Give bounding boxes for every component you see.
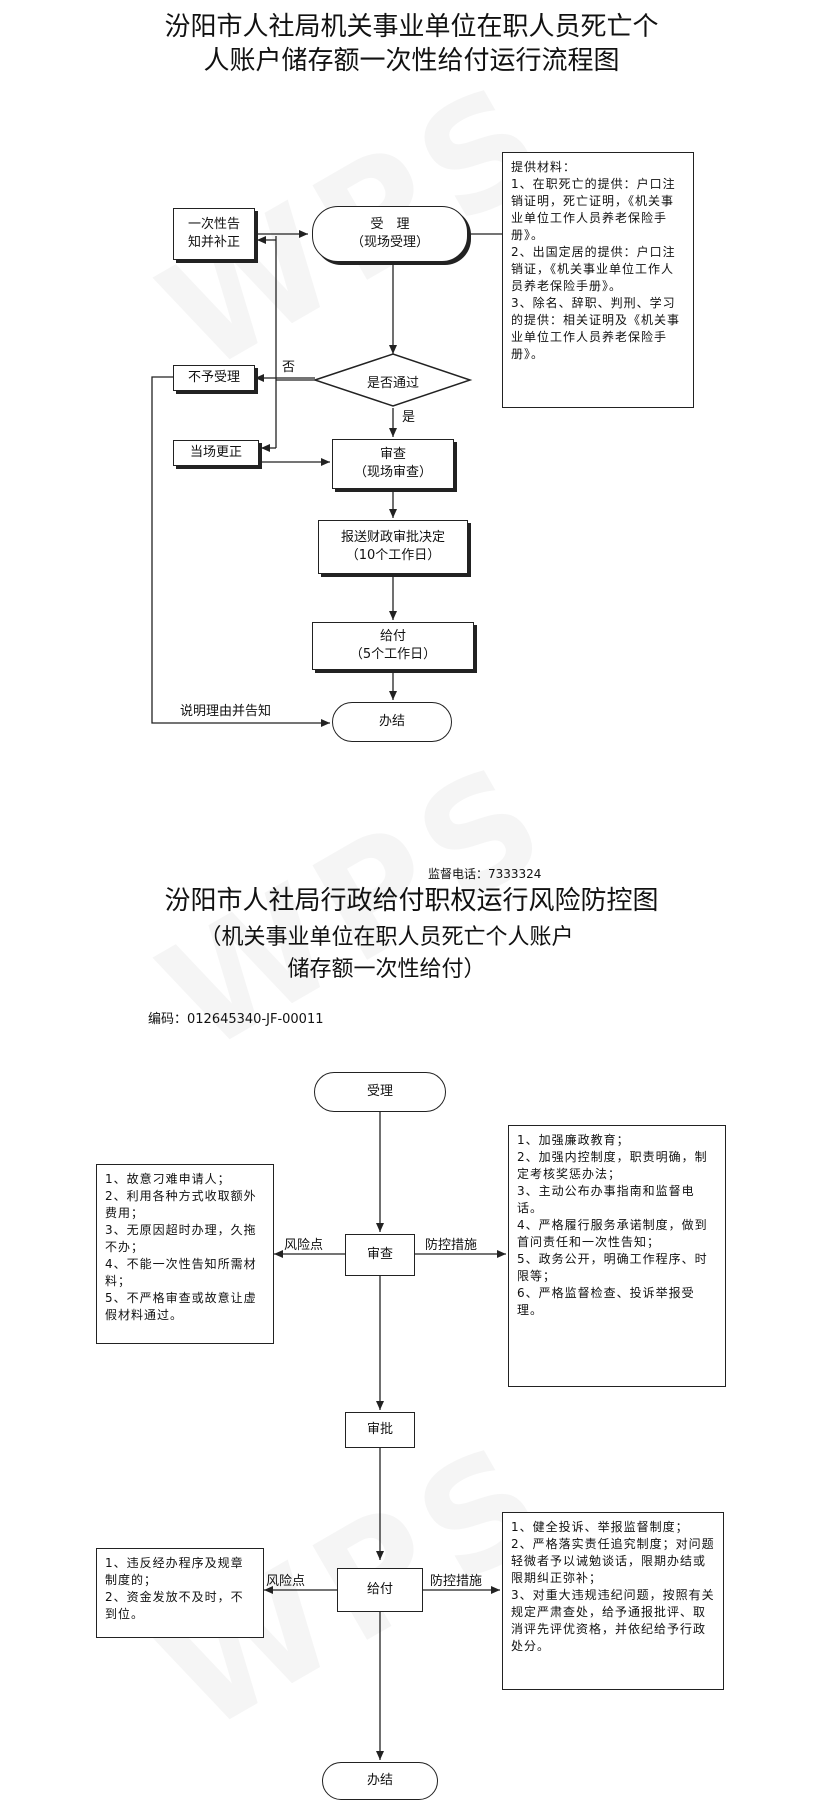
accept-title: 受 理 bbox=[370, 217, 410, 232]
flow1-title-line1: 汾阳市人社局机关事业单位在职人员死亡个 bbox=[164, 12, 659, 42]
review-risks-note: 1、故意刁难申请人； 2、利用各种方式收取额外费用； 3、无原因超时办理，久拖不… bbox=[96, 1164, 274, 1344]
finance-node: 报送财政审批决定 （10个工作日） bbox=[318, 520, 468, 574]
control-label-pay: 防控措施 bbox=[430, 1574, 483, 1589]
finance-sub: （10个工作日） bbox=[345, 548, 441, 563]
pay-node: 给付 （5个工作日） bbox=[312, 622, 474, 670]
review-node: 审查 （现场审查） bbox=[332, 439, 454, 489]
review-controls-note: 1、加强廉政教育； 2、加强内控制度，职责明确，制定考核奖惩办法； 3、主动公布… bbox=[508, 1125, 726, 1387]
finish-node-2: 办结 bbox=[322, 1762, 438, 1800]
control-label-review: 防控措施 bbox=[425, 1238, 478, 1253]
phone-label: 监督电话：7333324 bbox=[428, 867, 542, 881]
explain-label: 说明理由并告知 bbox=[180, 704, 272, 719]
review-node-2: 审查 bbox=[345, 1234, 415, 1276]
materials-note: 提供材料： 1、在职死亡的提供：户口注销证明，死亡证明，《机关事业单位工作人员养… bbox=[502, 152, 694, 408]
pay-risks-note: 1、违反经办程序及规章制度的； 2、资金发放不及时，不到位。 bbox=[96, 1548, 264, 1638]
finish-node-1: 办结 bbox=[332, 702, 452, 742]
reject-node: 不予受理 bbox=[173, 365, 255, 391]
accept-node: 受 理 （现场受理） bbox=[312, 206, 468, 262]
approve-node: 审批 bbox=[345, 1412, 415, 1448]
risk-label-review: 风险点 bbox=[284, 1238, 324, 1253]
flow2-subtitle: （机关事业单位在职人员死亡个人账户 储存额一次性给付） bbox=[0, 922, 798, 986]
correct-on-site-node: 当场更正 bbox=[173, 440, 259, 466]
accept-sub: （现场受理） bbox=[350, 235, 429, 250]
flow2-subtitle-line2: 储存额一次性给付） bbox=[287, 957, 486, 982]
decision-diamond bbox=[312, 353, 473, 407]
code-label: 编码：012645340-JF-00011 bbox=[148, 1012, 324, 1027]
pay-title: 给付 bbox=[379, 629, 406, 644]
review-sub: （现场审查） bbox=[353, 465, 432, 480]
no-label: 否 bbox=[282, 360, 296, 375]
notify-correct-node: 一次性告 知并补正 bbox=[173, 208, 255, 260]
pay-sub: （5个工作日） bbox=[349, 647, 437, 662]
flow1-title-line2: 人账户储存额一次性给付运行流程图 bbox=[203, 46, 620, 76]
flow2-title: 汾阳市人社局行政给付职权运行风险防控图 bbox=[164, 886, 659, 916]
flow2-subtitle-line1: （机关事业单位在职人员死亡个人账户 bbox=[199, 925, 574, 950]
yes-label: 是 bbox=[402, 410, 416, 425]
review-title: 审查 bbox=[379, 447, 406, 462]
finance-title: 报送财政审批决定 bbox=[340, 530, 445, 545]
pay-controls-note: 1、健全投诉、举报监督制度； 2、严格落实责任追究制度；对问题轻微者予以诫勉谈话… bbox=[502, 1512, 724, 1690]
accept-node-2: 受理 bbox=[314, 1072, 446, 1112]
decision-label: 是否通过 bbox=[366, 376, 419, 391]
pay-node-2: 给付 bbox=[337, 1568, 423, 1612]
flow1-title: 汾阳市人社局机关事业单位在职人员死亡个 人账户储存额一次性给付运行流程图 bbox=[0, 10, 823, 78]
risk-label-pay: 风险点 bbox=[266, 1574, 306, 1589]
